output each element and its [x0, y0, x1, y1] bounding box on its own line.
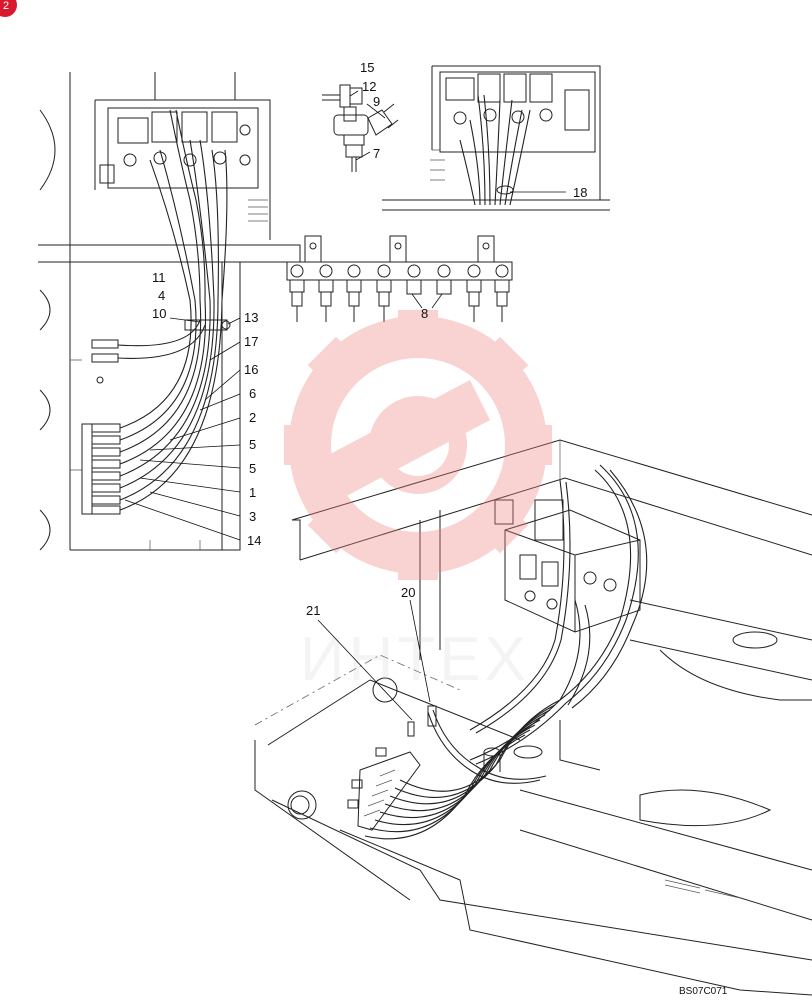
callout-6: 6	[249, 386, 256, 401]
callout-8: 8	[421, 306, 428, 321]
left-detail-view	[38, 72, 301, 551]
callout-10: 10	[152, 306, 166, 321]
main-isometric-view	[254, 439, 812, 996]
fitting-part-detail	[322, 84, 399, 172]
callout-15: 15	[360, 60, 374, 75]
callout-16: 16	[244, 362, 258, 377]
hose-clamp	[184, 319, 228, 331]
page-badge-label: 2	[3, 0, 9, 12]
callout-9: 9	[373, 94, 380, 109]
main-lower-hose-bundle	[364, 699, 561, 840]
callout-17: 17	[244, 334, 258, 349]
callout-5-upper: 5	[249, 437, 256, 452]
callout-4: 4	[158, 288, 165, 303]
left-fittings-column	[81, 339, 121, 515]
left-hose-bundle	[117, 109, 228, 511]
callout-5-lower: 5	[249, 461, 256, 476]
watermark-text: ИНТЕХ	[300, 625, 530, 694]
top-right-detail-view	[382, 65, 610, 211]
drawing-code: BS07C071	[679, 986, 728, 997]
callout-7: 7	[373, 146, 380, 161]
manifold-ports	[290, 264, 509, 278]
callout-labels: 15 12 9 7 18 8 11 4 10 13 17 16 6 2 5 5 …	[152, 60, 587, 618]
leader-lines	[124, 90, 566, 721]
callout-12: 12	[362, 79, 376, 94]
watermark-gear-icon	[284, 310, 552, 580]
main-fittings-block	[347, 747, 421, 831]
callout-3: 3	[249, 509, 256, 524]
callout-1: 1	[249, 485, 256, 500]
page-badge: 2	[0, 0, 17, 17]
callout-14: 14	[247, 533, 261, 548]
callout-11: 11	[152, 270, 166, 285]
callout-21: 21	[306, 603, 320, 618]
callout-13: 13	[244, 310, 258, 325]
manifold-fittings	[289, 279, 510, 322]
manifold-row-detail	[286, 235, 513, 322]
callout-18: 18	[573, 185, 587, 200]
callout-20: 20	[401, 585, 415, 600]
callout-2: 2	[249, 410, 256, 425]
watermark: ИНТЕХ	[284, 310, 552, 694]
